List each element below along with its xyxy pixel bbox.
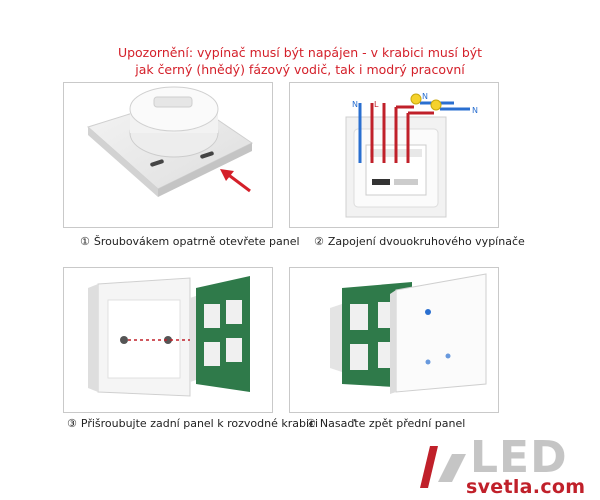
step-2-text: Zapojení dvouokruhového vypínače bbox=[327, 235, 525, 248]
logo-led-text: LED bbox=[470, 432, 568, 483]
step-1-number: ① bbox=[80, 235, 90, 248]
logo-domain-text: svetla.com bbox=[466, 476, 586, 498]
led-bulb-icon bbox=[420, 446, 466, 488]
step-1-image bbox=[63, 82, 273, 228]
warning-text: Upozornění: vypínač musí být napájen - v… bbox=[0, 44, 600, 78]
warning-line-1: Upozornění: vypínač musí být napájen - v… bbox=[117, 45, 483, 60]
wire-label-l: L bbox=[374, 100, 379, 109]
step-2-image: N L N N bbox=[289, 82, 499, 228]
step-3-image bbox=[63, 267, 273, 413]
wire-label-n-left: N bbox=[352, 100, 358, 109]
warning-line-2: jak černý (hnědý) fázový vodič, tak i mo… bbox=[135, 62, 465, 77]
step-2-number: ② bbox=[314, 235, 324, 248]
wire-label-n-mid: N bbox=[422, 92, 428, 101]
step-4-image bbox=[289, 267, 499, 413]
step-3-text: Přišroubujte zadní panel k rozvodné krab… bbox=[80, 417, 319, 430]
brand-logo: LED svetla.com bbox=[410, 432, 598, 498]
step-4-text: Nasaďte zpět přední panel bbox=[319, 417, 466, 430]
step-1-text: Šroubovákem opatrně otevřete panel bbox=[93, 235, 300, 248]
step-3-number: ③ bbox=[67, 417, 77, 430]
wire-label-n-right: N bbox=[472, 106, 478, 115]
step-4-number: ④ bbox=[306, 417, 316, 430]
